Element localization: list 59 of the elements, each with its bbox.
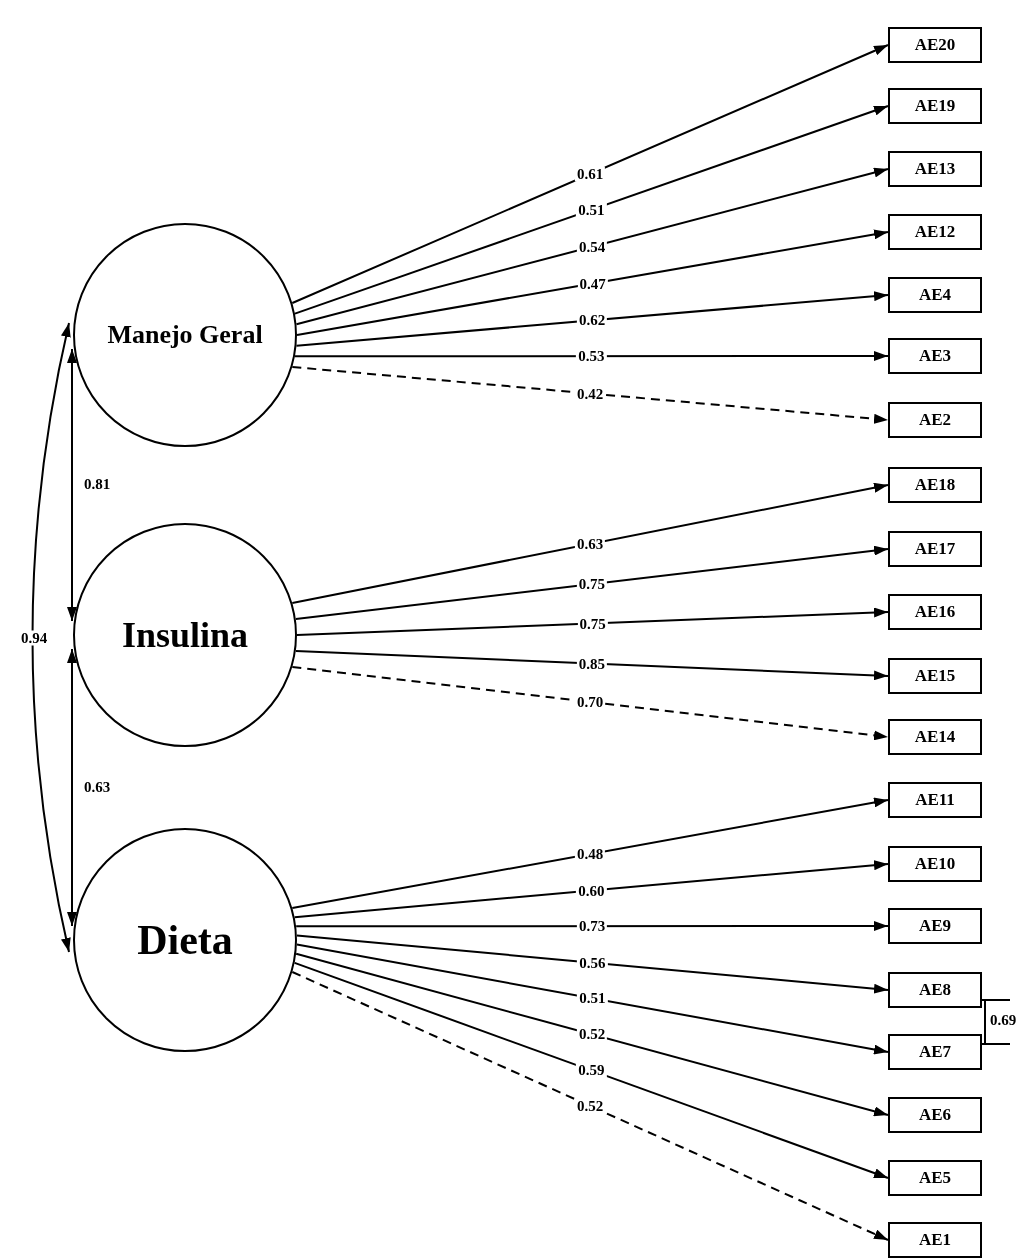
edge-label: 0.63 [575, 536, 606, 552]
indicator-box: AE4 [888, 277, 982, 313]
indicator-box: AE9 [888, 908, 982, 944]
edge-label: 0.56 [577, 955, 608, 971]
arrow [291, 366, 889, 424]
edge-label: 0.51 [577, 990, 608, 1006]
edge-label: 0.94 [18, 630, 50, 645]
edge-label: 0.75 [577, 616, 608, 631]
edge-label: 0.70 [575, 694, 606, 710]
arrow [291, 44, 889, 304]
edge-label: 0.81 [82, 477, 113, 492]
edge-label: 0.48 [575, 846, 606, 862]
indicator-box: AE12 [888, 214, 982, 250]
indicator-box: AE19 [888, 88, 982, 124]
indicator-box: AE18 [888, 467, 982, 503]
correlation-bracket [981, 999, 1011, 1045]
edge-label: 0.51 [576, 202, 607, 218]
edge-label: 0.42 [575, 386, 606, 401]
indicator-box: AE6 [888, 1097, 982, 1133]
edge-label: 0.61 [575, 166, 606, 182]
indicator-box: AE20 [888, 27, 982, 63]
indicator-box: AE14 [888, 719, 982, 755]
indicator-box: AE13 [888, 151, 982, 187]
indicator-box: AE11 [888, 782, 982, 818]
arrow [293, 961, 889, 1179]
arrow [293, 105, 889, 315]
arrow [291, 666, 889, 741]
edge-label: 0.54 [577, 239, 608, 255]
arrow [31, 322, 71, 953]
arrow [67, 348, 77, 622]
edge-label: 0.52 [576, 1026, 608, 1042]
arrow [291, 971, 889, 1241]
indicator-box: AE10 [888, 846, 982, 882]
indicator-box: AE1 [888, 1222, 982, 1258]
arrow [293, 860, 889, 919]
indicator-box: AE15 [888, 658, 982, 694]
edge-label: 0.62 [577, 312, 608, 328]
indicator-box: AE7 [888, 1034, 982, 1070]
indicator-box: AE8 [888, 972, 982, 1008]
arrow [291, 797, 889, 909]
indicator-box: AE5 [888, 1160, 982, 1196]
indicator-box: AE3 [888, 338, 982, 374]
arrow [67, 648, 77, 927]
edge-label: 0.59 [576, 1062, 607, 1078]
edge-label: 0.60 [576, 883, 607, 899]
arrow [296, 229, 889, 336]
edge-label: 0.47 [577, 276, 608, 291]
edge-label: 0.73 [576, 918, 608, 934]
indicator-box: AE2 [888, 402, 982, 438]
edge-label: 0.52 [575, 1098, 606, 1114]
arrow [296, 607, 889, 636]
indicator-box: AE16 [888, 594, 982, 630]
edge-label: 0.85 [576, 656, 608, 671]
edge-label: 0.53 [576, 348, 607, 364]
arrow [291, 482, 889, 604]
indicator-box: AE17 [888, 531, 982, 567]
edge-label: 0.75 [576, 576, 608, 592]
edge-label: 0.69 [988, 1013, 1019, 1028]
edge-label: 0.63 [82, 779, 113, 795]
